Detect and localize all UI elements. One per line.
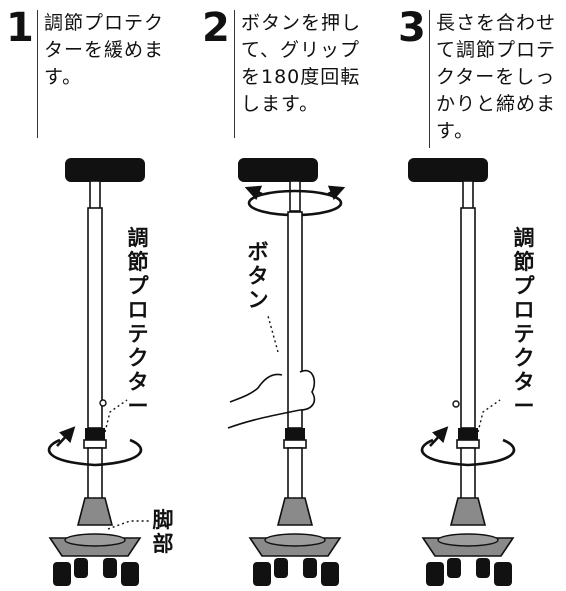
cane-2 <box>227 158 346 586</box>
step-1-text: 調節プロテク ターを緩めま す。 <box>44 12 165 88</box>
label-button: ボタン <box>247 240 269 312</box>
cane-1-upper-shaft <box>87 207 103 429</box>
cane-3 <box>408 158 516 586</box>
cane-1-grip <box>65 158 145 182</box>
step-3-divider <box>429 10 430 148</box>
label-protector-1: 調節プロテクター <box>127 226 149 418</box>
cane-1-base-neck <box>76 497 114 526</box>
step-1-number: 1 <box>6 5 34 51</box>
label-leg: 脚部 <box>152 508 174 556</box>
step-2-text: ボタンを押し て、グリップ を180度回転 します。 <box>241 12 362 115</box>
cane-3-base-neck <box>449 497 487 526</box>
step-1-divider <box>37 10 38 138</box>
step-3-number: 3 <box>398 5 426 51</box>
step-2-divider <box>234 10 235 138</box>
cane-2-base-neck <box>276 497 314 526</box>
cane-3-grip <box>408 158 488 182</box>
cane-2-grip <box>238 158 318 182</box>
step-3-text: 長さを合わせ て調節プロテ クターをしっ かりと締めま す。 <box>436 12 557 142</box>
cane-1-protector <box>85 428 105 442</box>
cane-1-foot <box>53 562 71 586</box>
cane-3-protector <box>458 428 478 442</box>
step-2-number: 2 <box>202 5 230 51</box>
cane-3-upper-shaft <box>460 207 476 429</box>
label-protector-3: 調節プロテクター <box>513 226 535 418</box>
cane-2-upper-shaft <box>287 211 303 429</box>
cane-1 <box>47 158 150 586</box>
cane-1-lower-shaft <box>87 447 103 501</box>
cane-2-protector <box>285 428 305 442</box>
